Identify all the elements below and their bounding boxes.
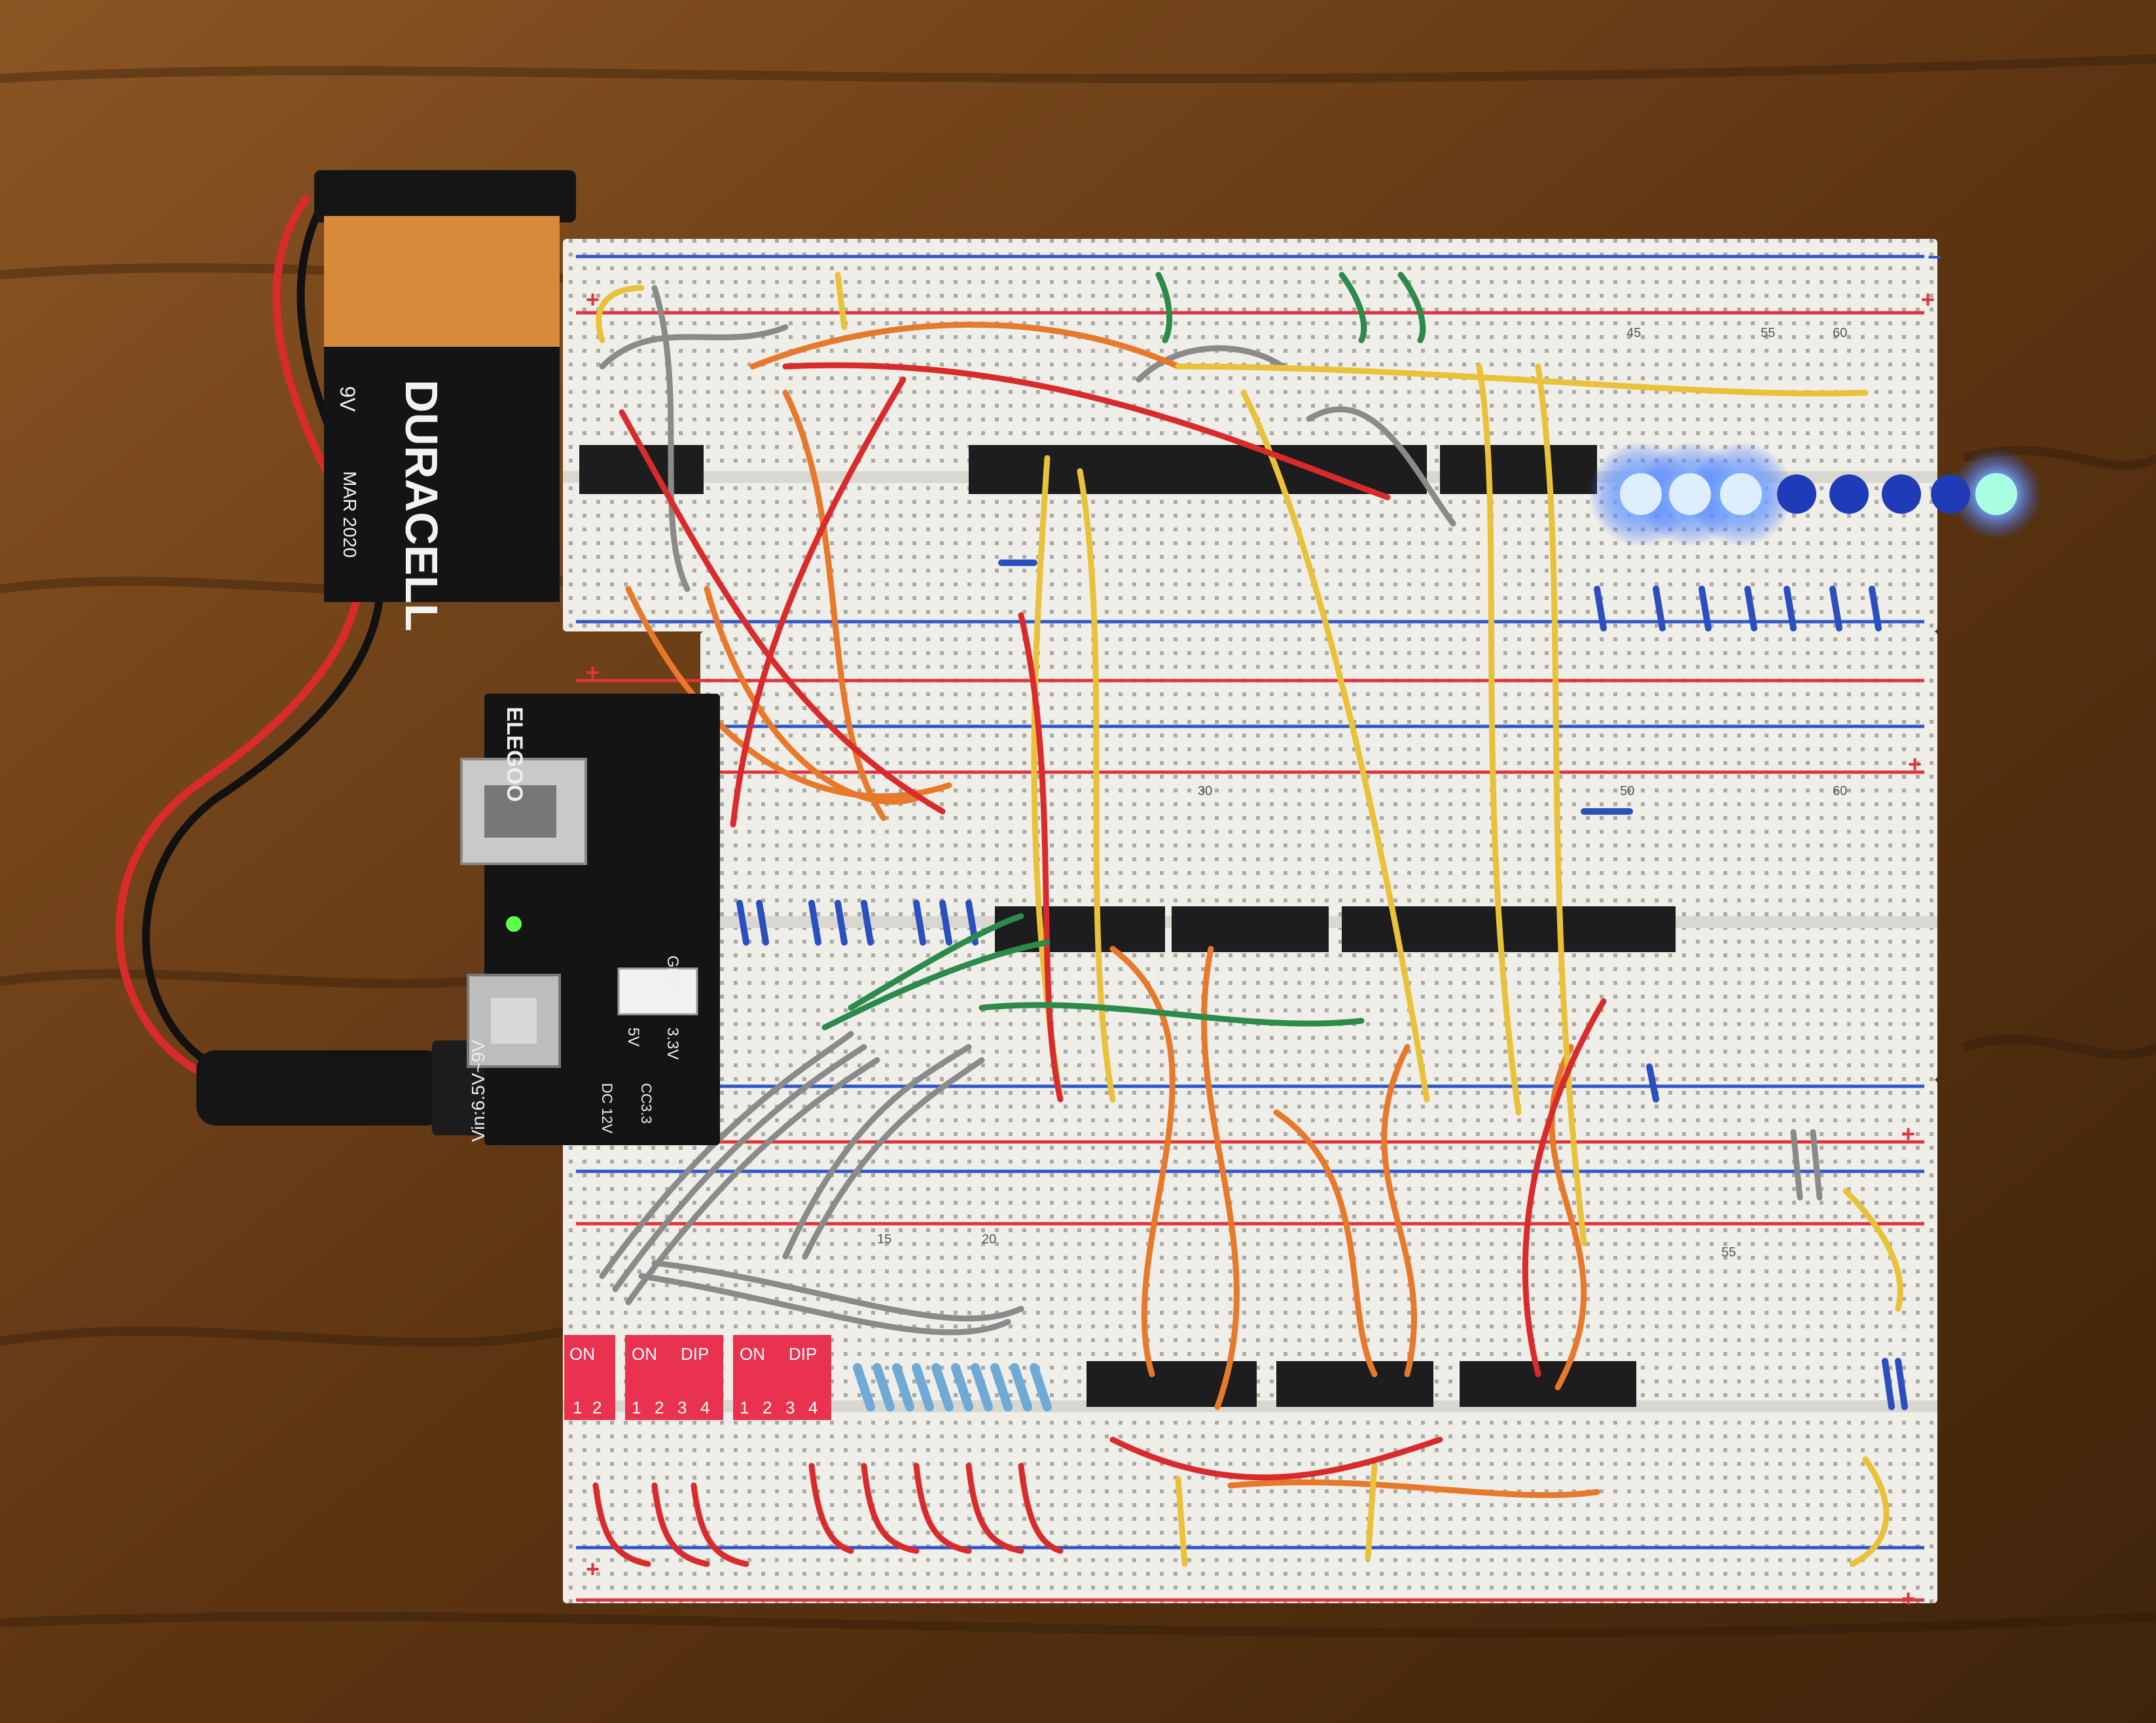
module-3v3-label: 3.3V [664,1027,681,1059]
led [1620,473,1662,515]
dip-position-label: 1 [740,1398,749,1417]
dip-on-label: ON [569,1344,595,1364]
led [1777,474,1816,514]
module-5v-label: 5V [624,1027,642,1046]
dip-switch[interactable] [625,1335,723,1420]
ic-chip [1172,906,1329,952]
rail-plus-label: + [586,286,600,313]
led [1975,473,2017,515]
dip-on-label: ON [740,1344,765,1364]
dip-position-label: 3 [785,1398,795,1417]
battery-cap [314,170,576,222]
dip-position-label: 1 [632,1398,641,1417]
power-rails [576,255,1924,1602]
dip-position-label: 2 [592,1398,602,1417]
ic-chip [995,906,1165,952]
dip-position-label: 2 [763,1398,772,1417]
power-led [506,916,522,932]
rail-plus-label: + [586,659,600,686]
battery-wire-red [115,194,365,1084]
power-supply-module: ELEGOO GND 5V 3.3V CC3.3 DC 12V Vin:6.5V… [460,694,720,1145]
output-pin-header [617,967,698,1016]
module-cc-label: CC3.3 [638,1083,655,1124]
dip-brand-label: DIP [681,1344,709,1364]
column-number: 20 [982,1232,996,1247]
module-dc-label: DC 12V [599,1083,615,1133]
column-number: 30 [1198,784,1212,798]
rail-plus-label: + [1901,1585,1915,1612]
battery-body [324,347,560,602]
column-number: 55 [1721,1245,1736,1260]
resistor-row [853,1363,1052,1412]
rail-plus-label: + [1921,286,1935,313]
dip-on-label: ON [632,1344,657,1364]
led [1669,473,1711,515]
led [1882,474,1921,514]
dip-switch[interactable] [733,1335,831,1420]
ic-chip [1440,445,1597,494]
dip-position-label: 3 [677,1398,687,1417]
column-number: 55 [1761,326,1775,340]
jumper-wires [592,272,1903,1567]
column-number: 60 [1833,784,1847,798]
breadboard-stack: + − + + + + + + 45 55 60 30 50 60 15 20 … [563,239,1941,1612]
rail-plus-label: + [586,1555,600,1582]
battery-brand: DURACELL [396,380,447,631]
short-jumpers [736,560,1908,1410]
column-number: 45 [1626,326,1641,340]
battery-voltage: 9V [336,386,359,412]
battery-date-code: MAR 2020 [340,471,360,558]
dip-position-label: 1 [573,1398,582,1417]
column-number: 15 [877,1232,891,1247]
column-number: 50 [1620,784,1634,798]
ic-chip [1460,1361,1636,1407]
dip-position-label: 4 [808,1398,817,1417]
battery-top-band [324,216,560,353]
dip-position-label: 4 [700,1398,710,1417]
battery-9v: DURACELL 9V MAR 2020 [115,170,576,1084]
battery-wire-black [142,194,385,1077]
dip-position-label: 2 [655,1398,664,1417]
column-number: 60 [1833,326,1847,340]
led [1931,474,1970,514]
module-brand: ELEGOO [502,707,527,802]
rail-plus-label: + [1901,1120,1915,1147]
rail-plus-label: + [1908,751,1922,777]
module-gnd-label: GND [664,955,681,990]
column-numbers: 45 55 60 30 50 60 15 20 55 [877,326,1847,1260]
dip-brand-label: DIP [789,1344,817,1364]
rail-minus-label: − [1928,243,1941,270]
led [1829,474,1869,514]
module-input-label: Vin:6.5V~9V [468,1040,488,1142]
dip-switch-bank: ON ON DIP ON DIP 1 2 1 2 3 4 1 2 3 4 [564,1335,831,1420]
led-row [1589,442,2042,546]
led [1720,473,1762,515]
dip-switch[interactable] [564,1335,615,1420]
